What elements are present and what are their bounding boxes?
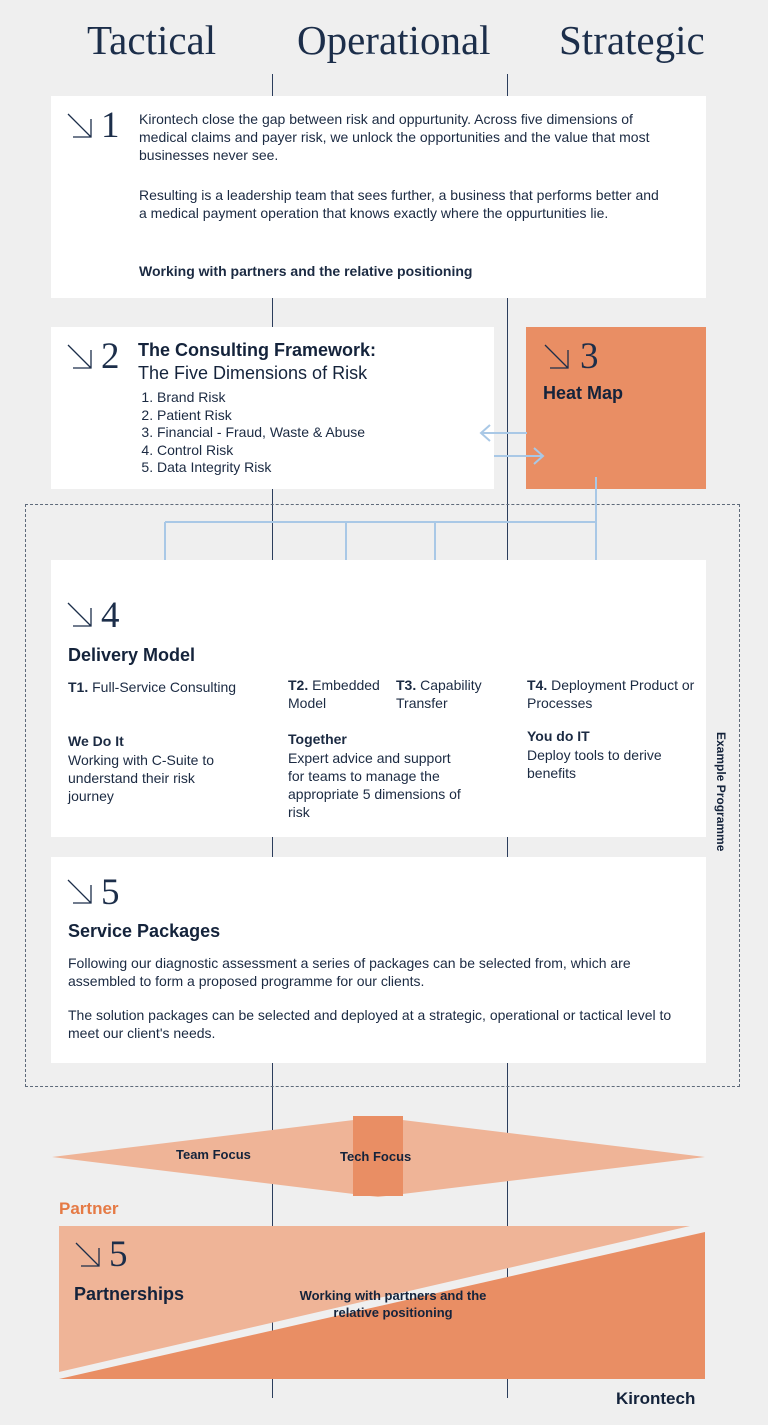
- step-1-result: Resulting is a leadership team that sees…: [139, 187, 659, 221]
- tier-3: T3. Capability Transfer: [396, 677, 482, 711]
- risk-item: Patient Risk: [157, 407, 457, 425]
- step-5-number: 5: [101, 872, 120, 913]
- step-3-number: 3: [580, 336, 599, 377]
- partnerships-note: Working with partners and the relative p…: [299, 1288, 487, 1320]
- example-programme-boundary: [25, 504, 740, 1087]
- together-heading: Together: [288, 731, 347, 747]
- step-2-number: 2: [101, 336, 120, 377]
- column-operational: Operational: [297, 17, 491, 63]
- step-5-para-1: Following our diagnostic assessment a se…: [68, 955, 631, 989]
- step-5-para-2: The solution packages can be selected an…: [68, 1007, 672, 1041]
- tier-1-heading: We Do It: [68, 733, 124, 749]
- tier-4-heading: You do IT: [527, 728, 590, 744]
- column-strategic: Strategic: [559, 17, 705, 63]
- step-1-number: 1: [101, 105, 120, 146]
- step-arrow-icon: [65, 342, 95, 372]
- tier-2: T2. Embedded Model: [288, 677, 380, 711]
- step-4-card: 4 Delivery Model T1. Full-Service Consul…: [51, 560, 706, 837]
- team-focus-label: Team Focus: [176, 1147, 251, 1162]
- risk-item: Control Risk: [157, 442, 457, 460]
- brand-logo-text: Kirontech: [616, 1389, 696, 1408]
- risk-item: Brand Risk: [157, 389, 457, 407]
- step-5-card: 5 Service Packages Following our diagnos…: [51, 857, 706, 1063]
- step-arrow-icon: [65, 600, 95, 630]
- example-programme-label-wrap: Example Programme: [714, 732, 735, 872]
- connector-arrows: [152, 424, 609, 579]
- step-4-title: Delivery Model: [68, 645, 196, 665]
- partnerships-number: 5: [109, 1234, 128, 1275]
- tier-4-text: Deploy tools to derive benefits: [527, 747, 662, 781]
- risk-item: Data Integrity Risk: [157, 459, 457, 477]
- step-2-subtitle: The Five Dimensions of Risk: [138, 363, 368, 383]
- tier-1-text: Working with C-Suite to understand their…: [68, 752, 215, 804]
- partner-label: Partner: [59, 1199, 119, 1218]
- step-arrow-icon: [65, 111, 95, 141]
- step-arrow-icon: [542, 342, 572, 372]
- example-programme-label: Example Programme: [714, 732, 728, 852]
- step-arrow-icon: [73, 1240, 103, 1270]
- step-arrow-icon: [65, 877, 95, 907]
- partnerships-shape: [59, 1226, 705, 1379]
- step-3-title: Heat Map: [543, 383, 624, 403]
- step-1-intro: Kirontech close the gap between risk and…: [139, 111, 650, 163]
- step-1-card: 1 Kirontech close the gap between risk a…: [51, 96, 706, 298]
- step-2-card: 2 The Consulting Framework: The Five Dim…: [51, 327, 494, 489]
- step-1-partners: Working with partners and the relative p…: [139, 263, 473, 279]
- column-tactical: Tactical: [87, 17, 217, 63]
- together-text: Expert advice and support for teams to m…: [288, 750, 461, 820]
- risk-item: Financial - Fraud, Waste & Abuse: [157, 424, 457, 442]
- step-5-title: Service Packages: [68, 921, 221, 941]
- risk-list: Brand Risk Patient Risk Financial - Frau…: [138, 389, 457, 477]
- tier-4: T4. Deployment Product or Processes: [527, 677, 695, 711]
- step-3-card: 3 Heat Map: [526, 327, 706, 489]
- step-2-title: The Consulting Framework:: [138, 340, 377, 360]
- step-4-number: 4: [101, 595, 120, 636]
- focus-diamond: [52, 1116, 705, 1197]
- tier-1: T1. Full-Service Consulting: [68, 679, 237, 695]
- tech-focus-label: Tech Focus: [340, 1149, 412, 1164]
- partnerships-title: Partnerships: [74, 1284, 185, 1304]
